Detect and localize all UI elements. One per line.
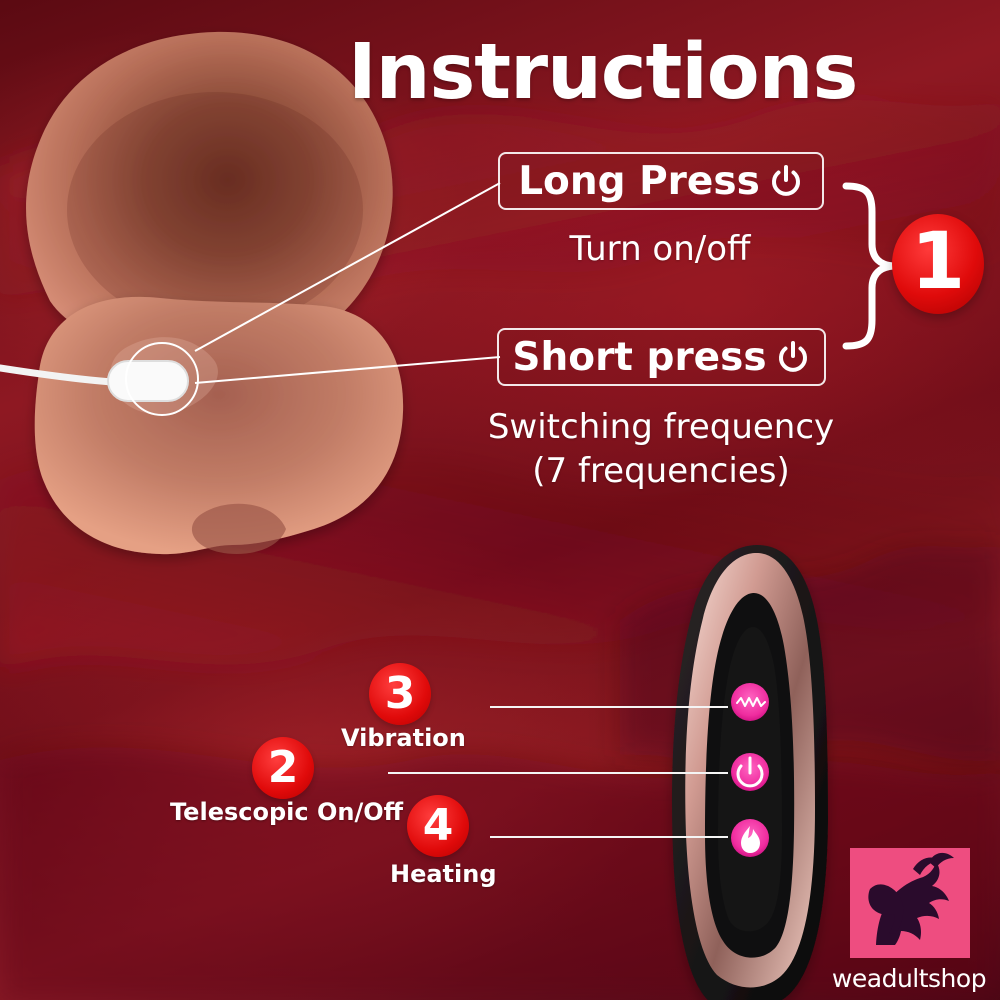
telescopic-number-badge: 2 [252,737,314,799]
vibration-label: Vibration [341,724,466,752]
short-press-description-line2: (7 frequencies) [532,451,790,491]
remote-control [388,544,828,1000]
charging-port-callout [0,182,501,416]
page-title: Instructions [348,28,858,117]
short-press-description-line1: Switching frequency [487,407,835,447]
vibration-number-badge: 3 [369,663,431,725]
long-press-pill: Long Press [498,152,824,210]
short-press-label: Short press [512,334,767,380]
telescopic-number: 2 [267,742,299,793]
telescopic-power-button-icon [731,753,769,791]
power-icon [771,165,800,196]
step-one-number: 1 [910,217,966,307]
brand-logo [850,848,970,958]
silicone-base [26,31,404,555]
brand-watermark: weadultshop [831,964,987,993]
step-one-badge: 1 [892,214,984,314]
woman-silhouette-logo [868,852,954,945]
long-press-description: Turn on/off [569,229,751,269]
power-icon [778,341,807,372]
short-press-pill: Short press [497,328,826,386]
heating-button-icon [731,819,769,857]
heating-number-badge: 4 [407,795,469,857]
telescopic-label: Telescopic On/Off [170,798,404,826]
vibration-number: 3 [384,668,416,719]
heating-number: 4 [422,800,454,851]
heating-label: Heating [390,860,497,888]
vibration-button-icon [731,683,769,721]
long-press-label: Long Press [518,158,760,204]
